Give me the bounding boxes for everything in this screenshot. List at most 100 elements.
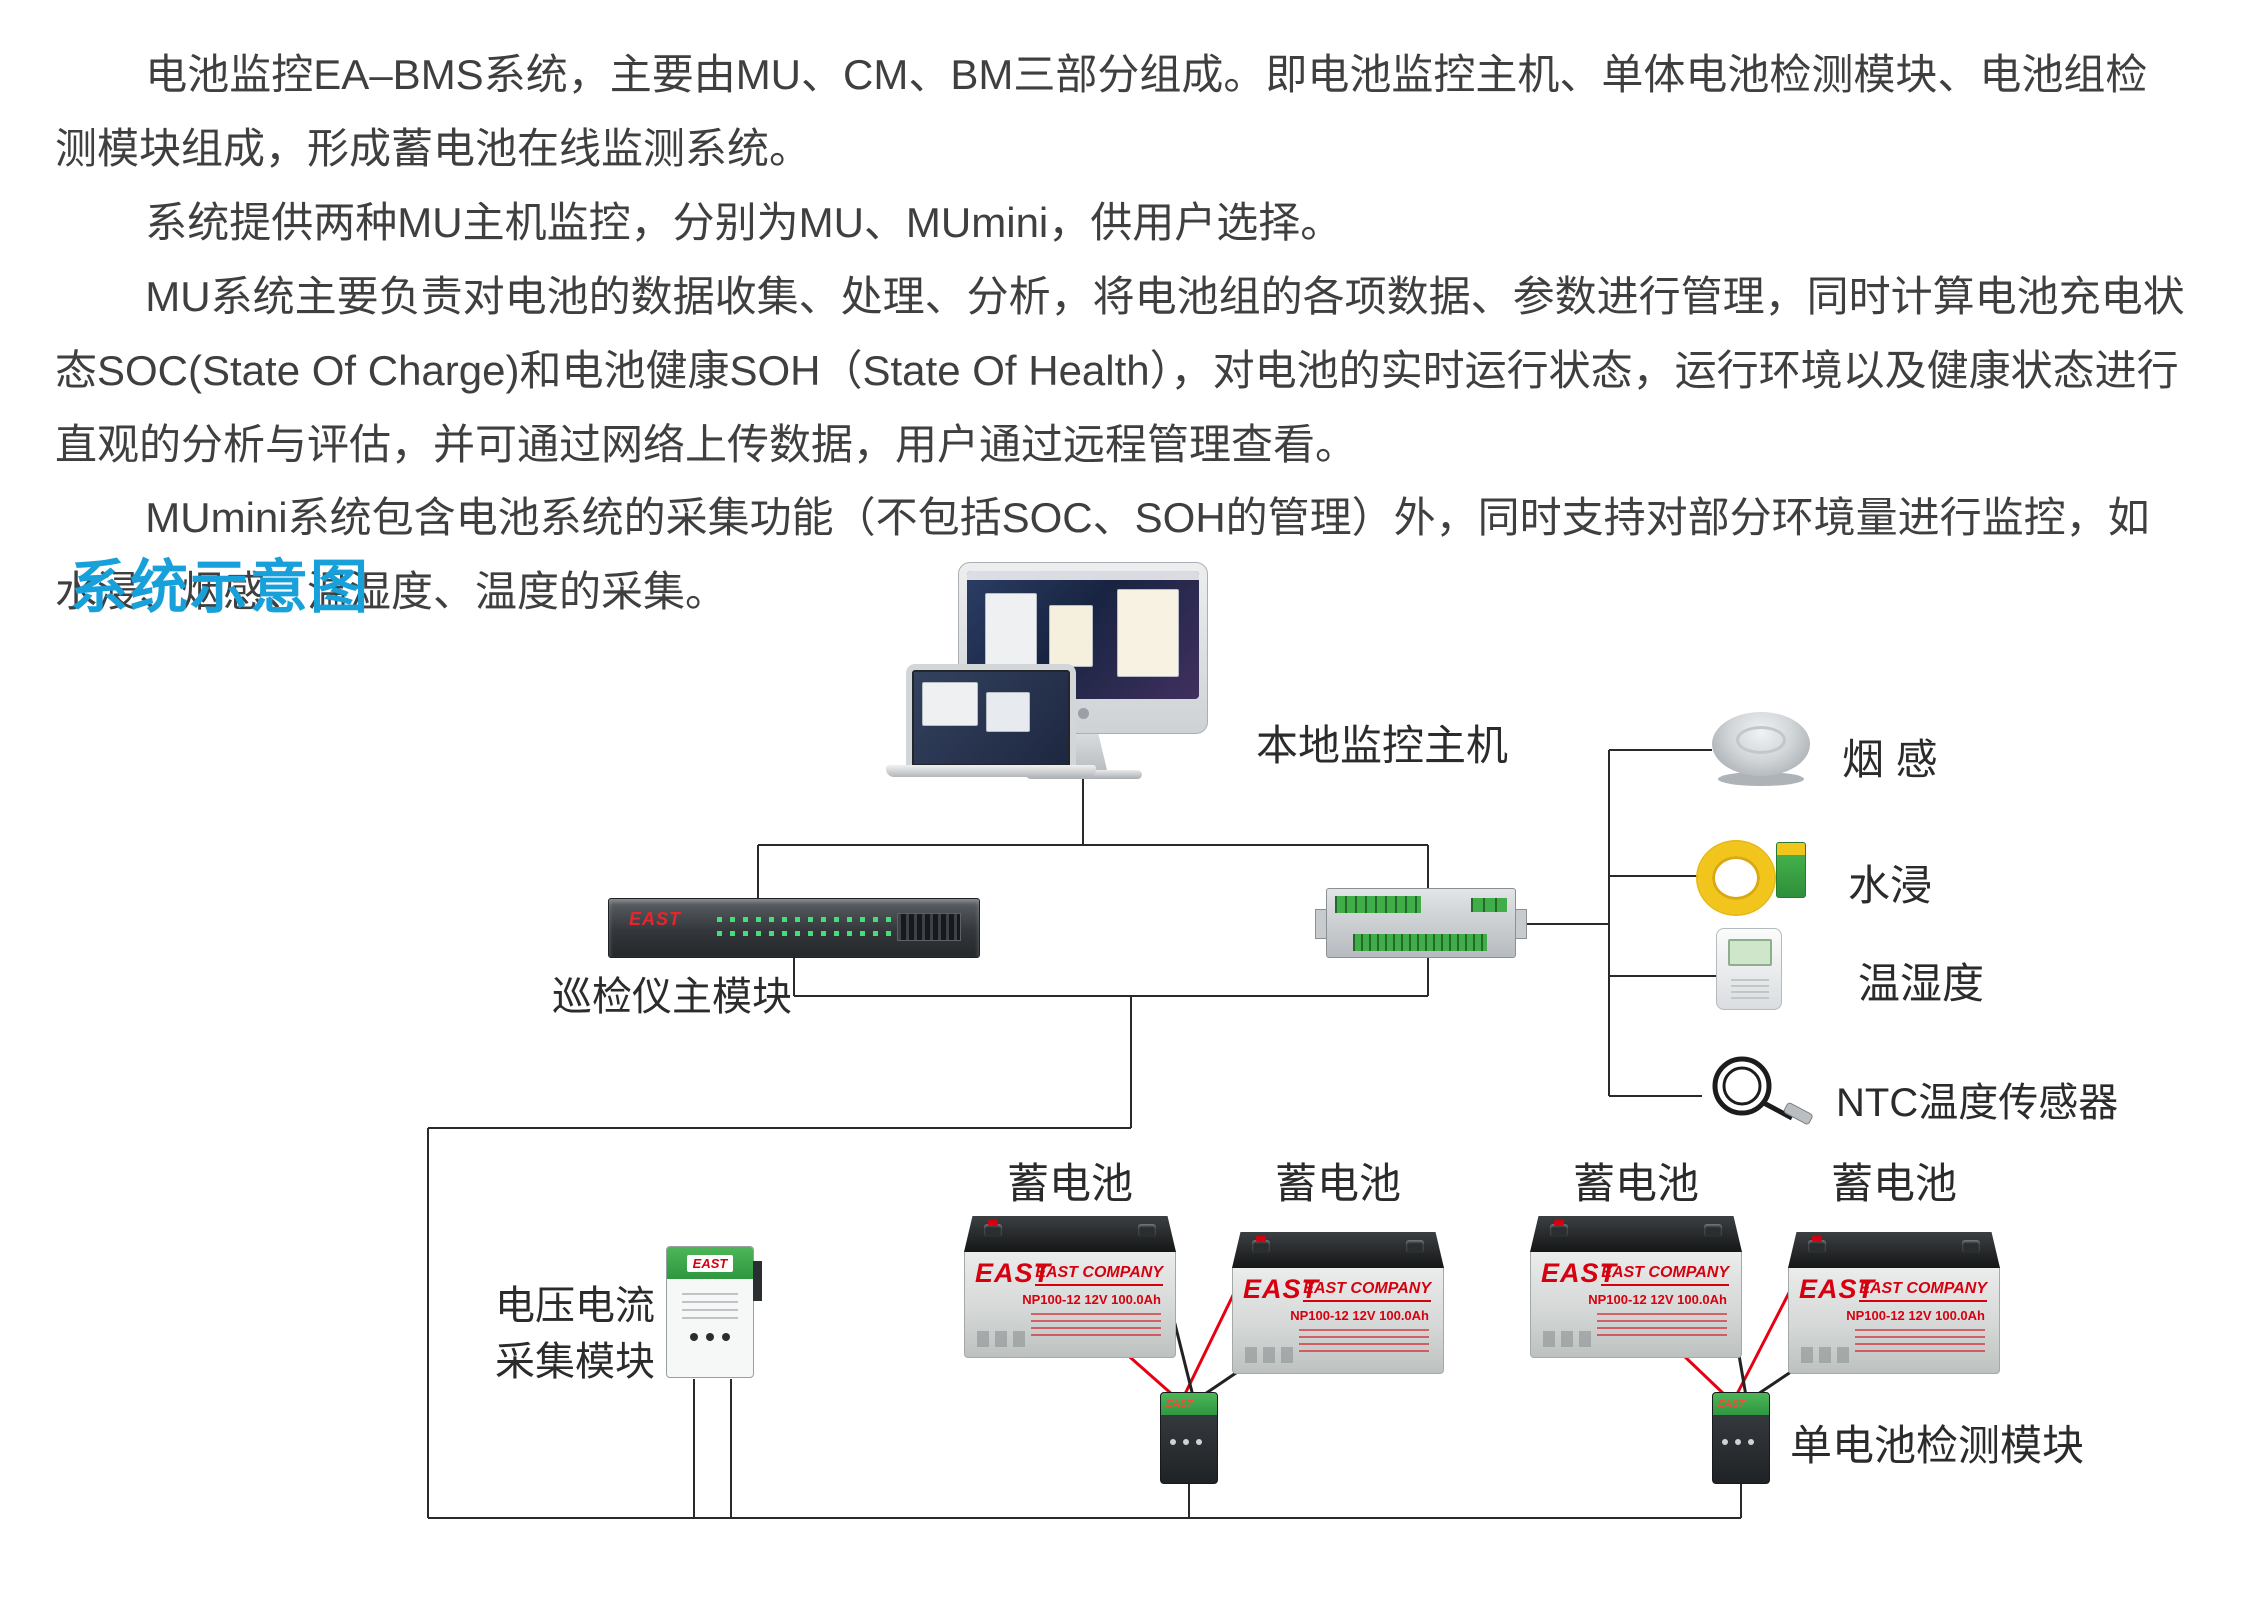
module-brand-text: EAST [1166,1398,1193,1410]
rack-ports [897,913,961,941]
battery-body: EAST EAST COMPANY NP100-12 12V 100.0Ah [964,1252,1176,1358]
battery-body: EAST EAST COMPANY NP100-12 12V 100.0Ah [1788,1268,2000,1374]
terminal-block [1471,898,1507,912]
macbook-base [886,765,1096,777]
battery-terminal [1808,1236,1826,1253]
battery-warning-icons [1801,1347,1853,1363]
mu-rack-device-icon: EAST [608,898,980,958]
sensor-branch-lines [1516,749,1716,1097]
battery-model-text: NP100-12 12V 100.0Ah [1022,1292,1161,1307]
window-rect [1049,605,1093,667]
vc-module-label-line1: 电压电流 [495,1284,655,1328]
rack-led-row [717,917,907,922]
battery-label-3: 蓄电池 [1573,1160,1700,1207]
battery-warning-icons [977,1331,1029,1347]
window-rect [985,593,1037,671]
imac-chin [967,699,1199,727]
module-led-dots [667,1333,753,1341]
battery-detect-module-icon: EAST [1160,1392,1218,1484]
battery-model-text: NP100-12 12V 100.0Ah [1290,1308,1429,1323]
host-label: 本地监控主机 [1256,722,1509,769]
battery-top [1530,1216,1742,1252]
smoke-sensor-icon [1712,712,1810,786]
module-brand-text: EAST [686,1254,734,1272]
smoke-sensor-ring [1736,726,1786,754]
rack-led-row [717,931,907,936]
battery-top [964,1216,1176,1252]
battery-top [1788,1232,2000,1268]
terminal-block [1353,934,1487,951]
battery-company-text: EAST COMPANY [1035,1264,1163,1286]
intro-paragraph-4: MUmini系统包含电池系统的采集功能（不包括SOC、SOH的管理）外，同时支持… [55,494,2150,616]
section-heading: 系统示意图 [70,555,371,620]
smoke-label: 烟 感 [1842,736,1938,783]
battery-company-text: EAST COMPANY [1303,1280,1431,1302]
module-header: EAST [1713,1393,1769,1415]
vc-module-label: 电压电流 采集模块 [495,1278,655,1390]
intro-paragraph-1: 电池监控EA–BMS系统，主要由MU、CM、BM三部分组成。即电池监控主机、单体… [55,51,2148,172]
temp-humidity-sensor-icon [1716,928,1782,1010]
module-brand-text: EAST [1718,1398,1745,1410]
battery-brand-text: EAST [1243,1274,1320,1304]
ntc-sensor-icon [1712,1056,1813,1125]
battery-detect-module-icon: EAST [1712,1392,1770,1484]
mu-module-label: 巡检仪主模块 [552,975,792,1019]
battery-terminal [1406,1240,1424,1253]
battery-icon: EAST EAST COMPANY NP100-12 12V 100.0Ah [964,1216,1176,1358]
battery-icon: EAST EAST COMPANY NP100-12 12V 100.0Ah [1530,1216,1742,1358]
macbook-display [914,672,1068,764]
intro-paragraph-2: 系统提供两种MU主机监控，分别为MU、MUmini，供用户选择。 [145,198,1343,246]
battery-terminal [1138,1224,1156,1237]
battery-fine-print [1299,1328,1429,1352]
smoke-sensor-base [1718,772,1804,786]
module-header: EAST [1161,1393,1217,1415]
terminal-block [1335,896,1421,913]
imac-computer-icon [958,562,1208,779]
battery-company-text: EAST COMPANY [1859,1280,1987,1302]
battery-terminal [1704,1224,1722,1237]
water-sensor-terminal [1776,842,1806,898]
sensor-grille [1731,979,1769,999]
battery-company-text: EAST COMPANY [1601,1264,1729,1286]
macbook-screen [906,664,1076,766]
battery-warning-icons [1543,1331,1595,1347]
bm-module-label: 单电池检测模块 [1790,1422,2085,1469]
module-header: EAST [667,1247,753,1279]
module-side-connector [753,1261,762,1301]
water-sensor-cable-coil [1698,842,1774,914]
battery-icon: EAST EAST COMPANY NP100-12 12V 100.0Ah [1232,1232,1444,1374]
imac-screen [958,562,1208,734]
battery-brand-text: EAST [1541,1258,1618,1288]
window-rect [986,692,1030,732]
battery-model-text: NP100-12 12V 100.0Ah [1846,1308,1985,1323]
battery-body: EAST EAST COMPANY NP100-12 12V 100.0Ah [1530,1252,1742,1358]
battery-top [1232,1232,1444,1268]
water-label: 水浸 [1848,862,1933,909]
window-rect [922,682,978,726]
battery-terminal [984,1220,1002,1237]
apple-logo-icon [1077,707,1089,719]
controller-flange [1515,909,1527,939]
battery-label-2: 蓄电池 [1275,1160,1402,1207]
voltage-current-module-icon: EAST [666,1246,762,1378]
lcd-screen [1728,939,1772,966]
battery-fine-print [1855,1328,1985,1352]
battery-warning-icons [1245,1347,1297,1363]
bus-lines [427,776,1742,1519]
intro-text-block: 电池监控EA–BMS系统，主要由MU、CM、BM三部分组成。即电池监控主机、单体… [0,0,2241,629]
battery-brand-text: EAST [1799,1274,1876,1304]
battery-brand-text: EAST [975,1258,1052,1288]
battery-terminal [1252,1236,1270,1253]
intro-paragraph-3: MU系统主要负责对电池的数据收集、处理、分析，将电池组的各项数据、参数进行管理，… [55,272,2185,468]
imac-menubar [967,571,1199,580]
vc-module-label-line2: 采集模块 [495,1340,655,1384]
macbook-laptop-icon [886,664,1096,778]
controller-module-icon [1315,888,1527,958]
battery-terminal [1550,1220,1568,1237]
battery-body: EAST EAST COMPANY NP100-12 12V 100.0Ah [1232,1268,1444,1374]
window-rect [1117,589,1179,677]
battery-terminal [1962,1240,1980,1253]
temp-humidity-label: 温湿度 [1858,960,1985,1007]
rack-brand-text: EAST [629,909,682,929]
battery-model-text: NP100-12 12V 100.0Ah [1588,1292,1727,1307]
